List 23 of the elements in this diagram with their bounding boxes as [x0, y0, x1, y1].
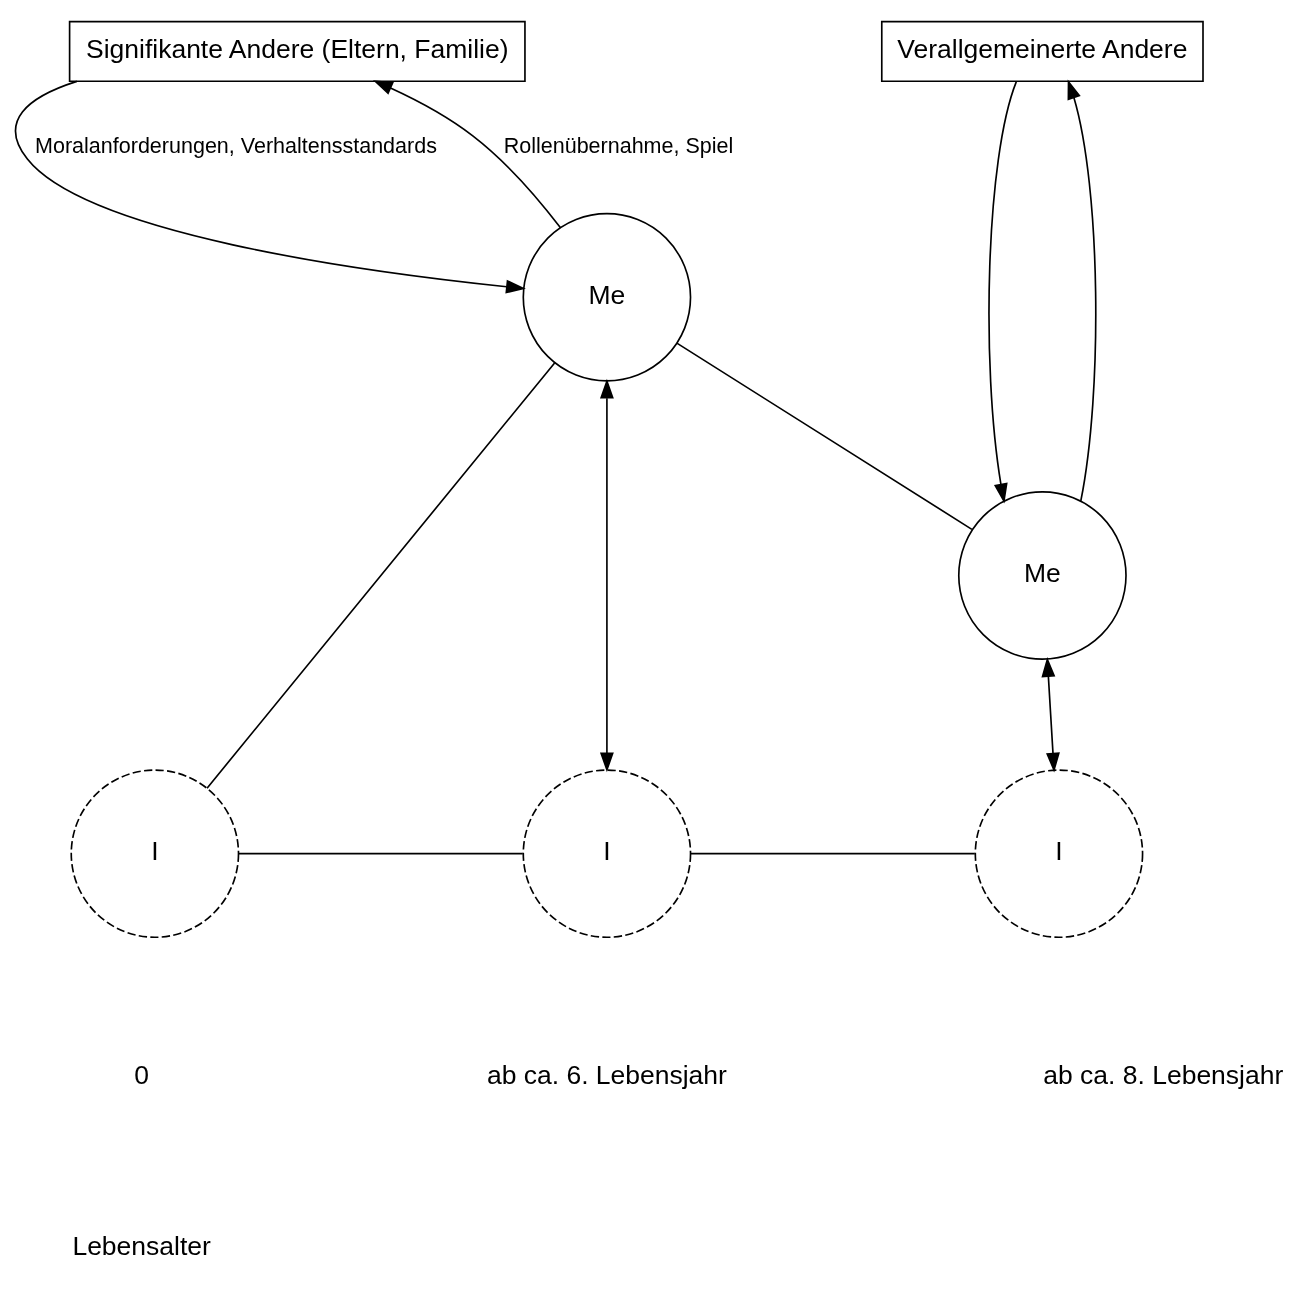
arrow — [988, 81, 1018, 504]
node-box: Verallgemeinerte Andere — [880, 20, 1204, 83]
node-circle: Me — [522, 212, 692, 382]
connector — [206, 362, 556, 789]
arrow — [599, 378, 614, 773]
edge-label: Rollenübernahme, Spiel — [503, 134, 734, 159]
arrow — [372, 80, 562, 229]
connector — [689, 852, 976, 855]
label: 0 — [134, 1060, 149, 1091]
node-box: Signifikante Andere (Eltern, Familie) — [68, 20, 526, 83]
node-circle: I — [974, 769, 1144, 939]
node-circle: Me — [957, 491, 1127, 660]
arrow — [14, 80, 526, 294]
connector — [676, 342, 973, 531]
node-circle: I — [522, 769, 692, 939]
label: Lebensalter — [72, 1230, 211, 1261]
label: ab ca. 8. Lebensjahr — [1043, 1060, 1284, 1091]
connector — [237, 852, 524, 855]
label: ab ca. 6. Lebensjahr — [486, 1060, 727, 1091]
edge-label: Moralanforderungen, Verhaltensstandards — [35, 134, 437, 159]
node-circle: I — [70, 769, 240, 939]
arrow — [1041, 657, 1060, 773]
arrow — [1067, 79, 1097, 502]
